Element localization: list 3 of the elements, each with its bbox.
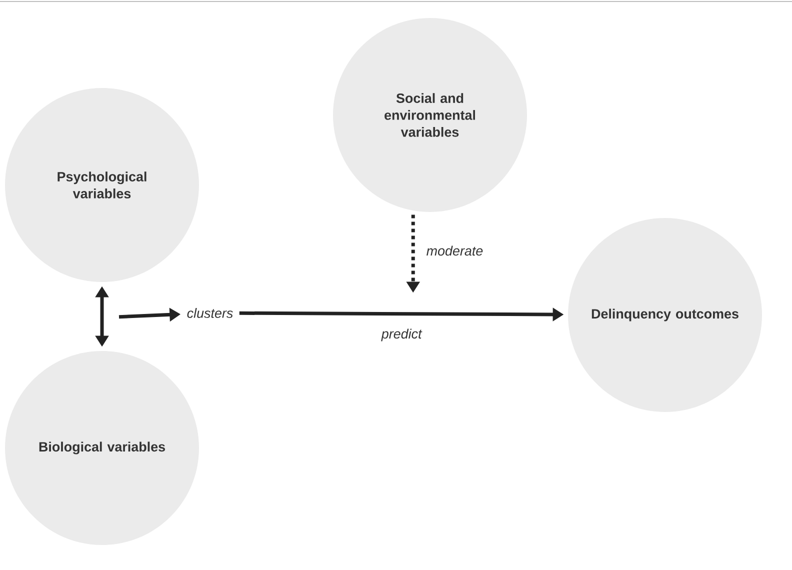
edge-label: predict [381,328,422,342]
edge-label: moderate [426,246,483,256]
node-text: clusters [187,308,233,318]
